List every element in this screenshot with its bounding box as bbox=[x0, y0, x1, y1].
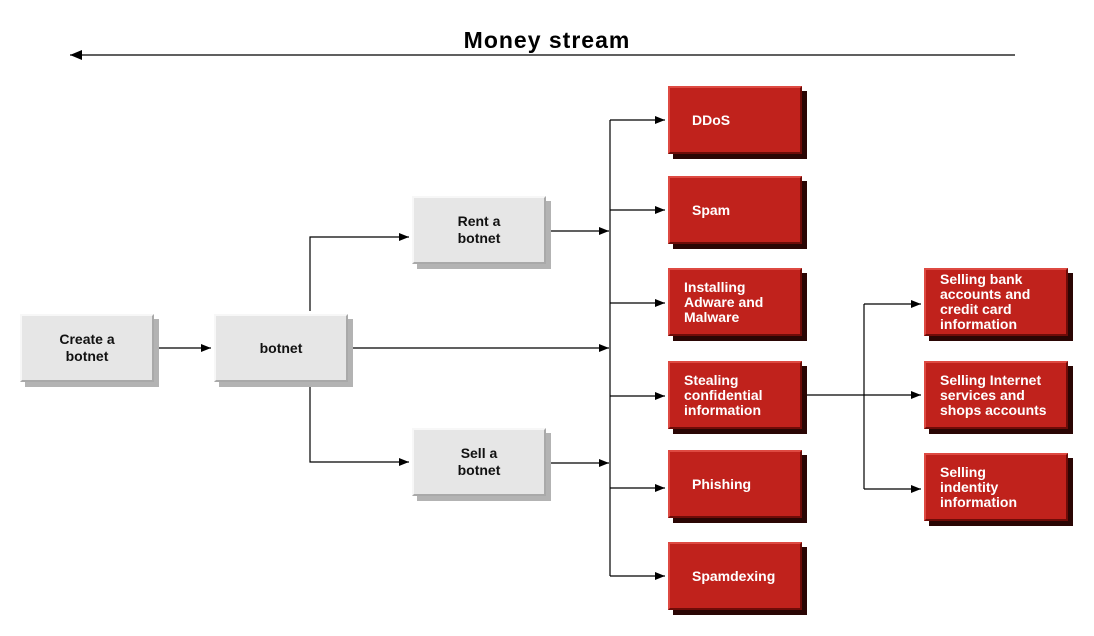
node-stealing-information-label: Stealing confidential information bbox=[684, 371, 763, 418]
node-selling-bank-accounts: Selling bank accounts and credit card in… bbox=[924, 268, 1068, 336]
node-create-a-botnet: Create a botnet bbox=[20, 314, 154, 382]
node-rent-a-botnet-label: Rent a botnet bbox=[457, 213, 501, 246]
node-spamdexing: Spamdexing bbox=[668, 542, 802, 610]
node-selling-internet-accounts: Selling Internet services and shops acco… bbox=[924, 361, 1068, 429]
node-ddos-label: DDoS bbox=[692, 111, 731, 128]
node-selling-bank-accounts-label: Selling bank accounts and credit card in… bbox=[940, 271, 1031, 332]
node-sell-a-botnet-label: Sell a botnet bbox=[457, 445, 501, 478]
botnet-to-sell bbox=[309, 385, 409, 466]
node-stealing-information: Stealing confidential information bbox=[668, 361, 802, 429]
node-botnet-label: botnet bbox=[259, 339, 303, 356]
node-spamdexing-label: Spamdexing bbox=[692, 567, 776, 584]
diagram-title: Money stream bbox=[463, 27, 631, 53]
node-selling-internet-accounts-label: Selling Internet services and shops acco… bbox=[940, 371, 1047, 418]
botnet-to-rent bbox=[309, 233, 409, 311]
node-botnet: botnet bbox=[214, 314, 348, 382]
node-sell-a-botnet: Sell a botnet bbox=[412, 428, 546, 496]
node-selling-identity-information: Selling indentity information bbox=[924, 453, 1068, 521]
node-ddos: DDoS bbox=[668, 86, 802, 154]
node-phishing: Phishing bbox=[668, 450, 802, 518]
node-create-a-botnet-label: Create a botnet bbox=[59, 331, 115, 364]
node-spam: Spam bbox=[668, 176, 802, 244]
node-phishing-label: Phishing bbox=[692, 475, 752, 492]
node-rent-a-botnet: Rent a botnet bbox=[412, 196, 546, 264]
node-installing-adware-label: Installing Adware and Malware bbox=[684, 278, 764, 325]
node-installing-adware: Installing Adware and Malware bbox=[668, 268, 802, 336]
node-selling-identity-information-label: Selling indentity information bbox=[940, 463, 1017, 510]
node-spam-label: Spam bbox=[692, 201, 731, 218]
